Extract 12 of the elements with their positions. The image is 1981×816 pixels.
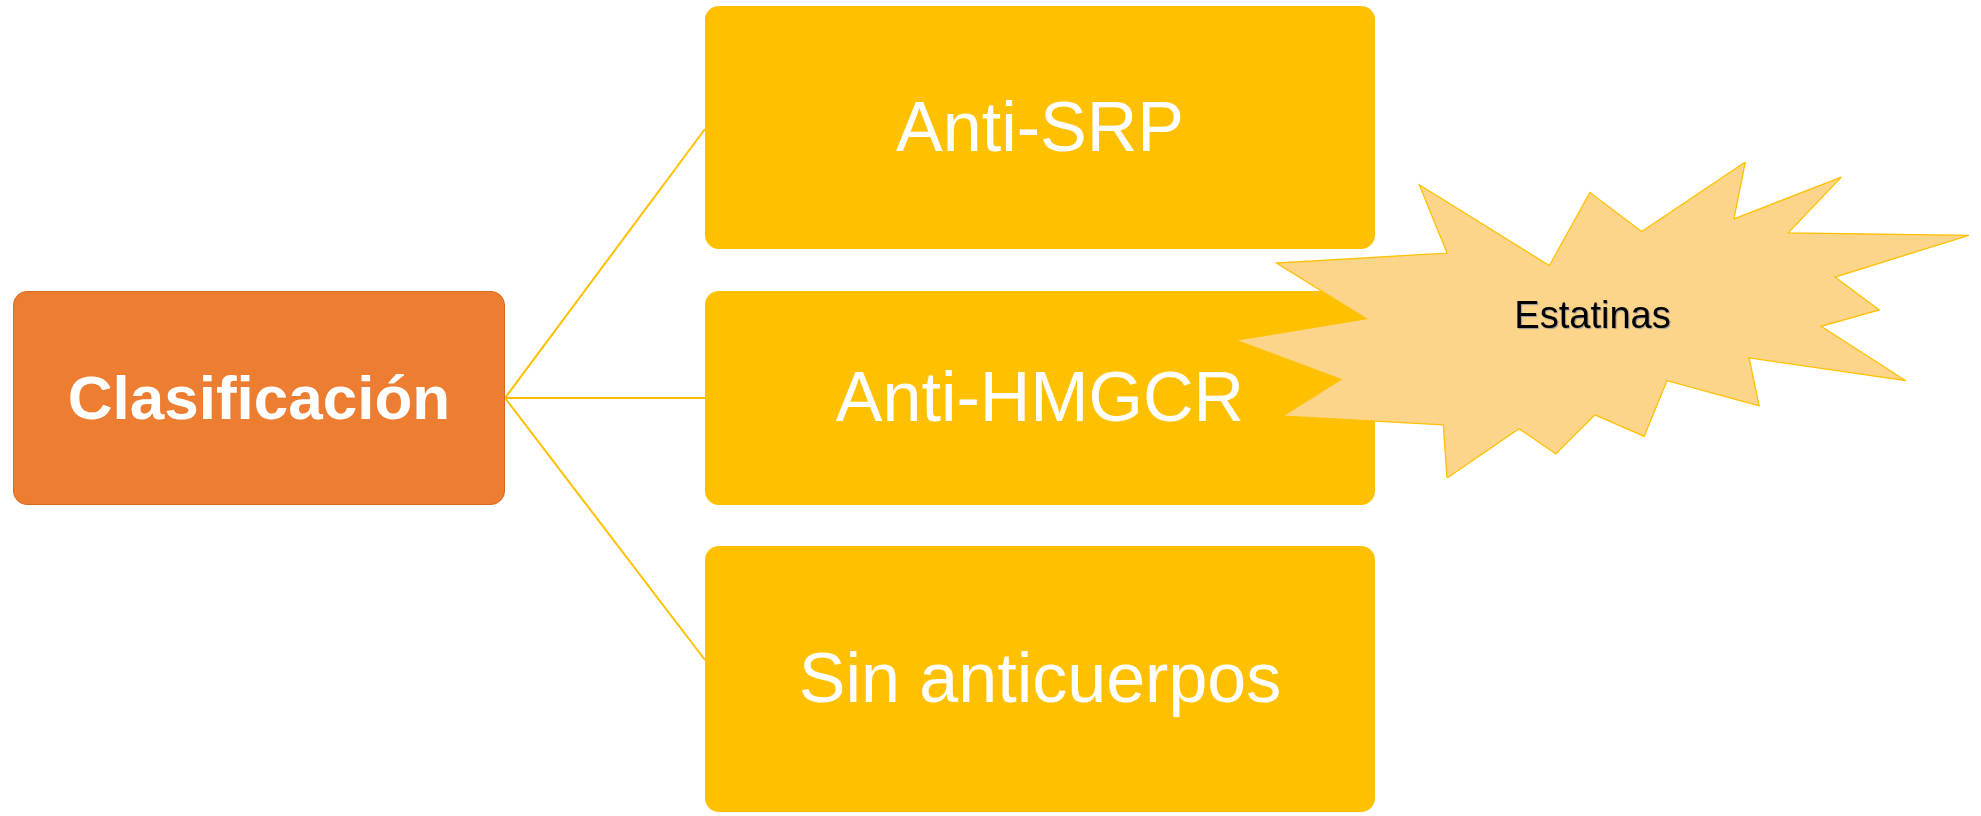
type-box xyxy=(705,546,1375,812)
type-box xyxy=(705,6,1375,249)
connector-line xyxy=(504,128,706,399)
starburst-label: Estatinas xyxy=(1514,292,1671,338)
box-label: Anti-HMGCR xyxy=(835,357,1245,439)
category-box xyxy=(13,291,505,505)
box-label: Sin anticuerpos xyxy=(798,638,1282,720)
box-label: Anti-SRP xyxy=(896,86,1184,168)
connector-line xyxy=(504,397,706,399)
box-label: Clasificación xyxy=(67,362,451,435)
type-box xyxy=(705,291,1375,505)
connector-line xyxy=(504,397,706,661)
